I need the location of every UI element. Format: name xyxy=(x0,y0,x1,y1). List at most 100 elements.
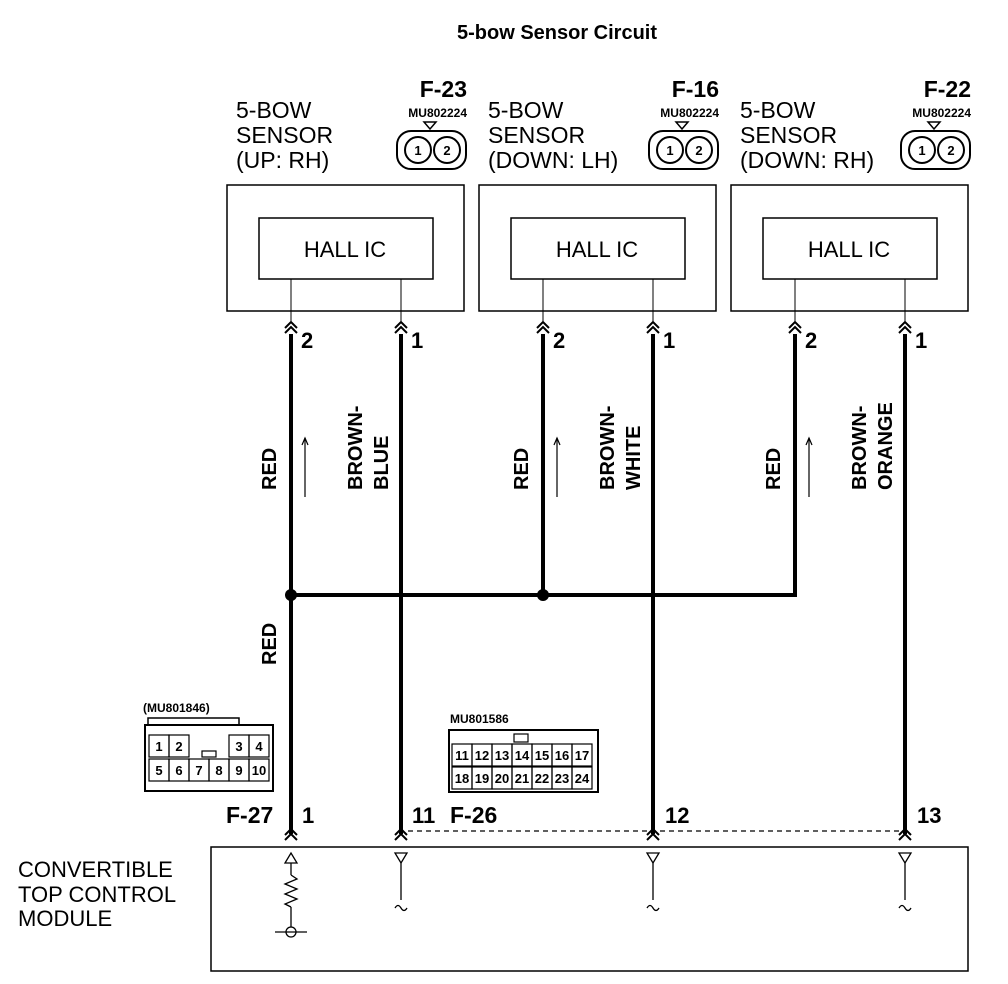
module-name-line3: MODULE xyxy=(18,906,112,931)
cavity-number: 8 xyxy=(215,763,222,778)
sensor-housing xyxy=(478,184,717,312)
splice-point xyxy=(285,589,297,601)
sensor-name-line2: SENSOR xyxy=(740,122,837,148)
wire-label: RED xyxy=(259,448,281,490)
connector-code: F-16 xyxy=(672,76,719,102)
cavity-number: 10 xyxy=(252,763,266,778)
connector-pin-label: 1 xyxy=(918,143,925,158)
wire-label: BLUE xyxy=(371,436,393,490)
module-pin-labels: F-27 1 11 F-26 12 13 xyxy=(226,802,941,828)
hall-ic-label: HALL IC xyxy=(808,237,890,262)
connector-pin-label: 1 xyxy=(666,143,673,158)
connector-f27-face: (MU801846) 1 2 3 4 5 6 7 8 9 10 xyxy=(143,701,274,792)
connector-part-number: MU802224 xyxy=(660,106,719,120)
control-module: CONVERTIBLE TOP CONTROL MODULE xyxy=(18,846,969,972)
splice-point xyxy=(537,589,549,601)
sensor-name-line1: 5-BOW xyxy=(740,97,816,123)
cavity-number: 1 xyxy=(155,739,162,754)
up-arrow-icon xyxy=(553,436,561,497)
connector-pin-label: 2 xyxy=(695,143,702,158)
wire-label: RED xyxy=(763,448,785,490)
connector-code: F-22 xyxy=(924,76,971,102)
sensor-name-line2: SENSOR xyxy=(488,122,585,148)
module-name-line2: TOP CONTROL xyxy=(18,882,176,907)
wire-label: RED xyxy=(259,623,281,665)
cavity-number: 23 xyxy=(555,771,569,786)
sensor-down-rh: 5-BOW SENSOR (DOWN: RH) F-22 MU802224 1 … xyxy=(730,76,971,312)
pin-number: 2 xyxy=(805,328,817,353)
cavity-number: 18 xyxy=(455,771,469,786)
wire-label: ORANGE xyxy=(875,402,897,490)
sensor-name-line1: 5-BOW xyxy=(236,97,312,123)
up-arrow-icon xyxy=(805,436,813,497)
hall-ic-box xyxy=(510,217,686,280)
pin-number: 13 xyxy=(917,803,941,828)
signal-direction-arrows xyxy=(301,436,813,497)
wire-color-labels: RED BROWN- BLUE RED BROWN- WHITE RED BRO… xyxy=(259,402,897,665)
connector-face-icon: 1 2 xyxy=(396,121,467,170)
sensor-name-line3: (DOWN: RH) xyxy=(740,147,874,173)
wire-label: WHITE xyxy=(623,426,645,490)
module-housing xyxy=(210,846,969,972)
sensor-pin-numbers: 2 1 2 1 2 1 xyxy=(301,328,927,353)
cavity-number: 22 xyxy=(535,771,549,786)
cavity-number: 13 xyxy=(495,748,509,763)
up-arrow-icon xyxy=(301,436,309,497)
pullup-resistor-icon xyxy=(275,851,307,938)
sensor-name-line3: (DOWN: LH) xyxy=(488,147,618,173)
connector-pin-label: 2 xyxy=(947,143,954,158)
connector-part-number: MU802224 xyxy=(408,106,467,120)
cavity-number: 12 xyxy=(475,748,489,763)
connector-part-number: MU801586 xyxy=(450,712,509,726)
harness-wires xyxy=(289,334,907,834)
wire-label: RED xyxy=(511,448,533,490)
hall-ic-leads xyxy=(290,279,906,321)
sensor-housing xyxy=(226,184,465,312)
cavity-number: 14 xyxy=(515,748,530,763)
pin-number: 1 xyxy=(302,803,314,828)
wire-label: BROWN- xyxy=(597,406,619,490)
cavity-number: 20 xyxy=(495,771,509,786)
module-name-line1: CONVERTIBLE xyxy=(18,857,173,882)
sensor-name-line1: 5-BOW xyxy=(488,97,564,123)
hall-ic-box xyxy=(762,217,938,280)
pin-number: 2 xyxy=(553,328,565,353)
connector-pin-label: 1 xyxy=(414,143,421,158)
cavity-number: 4 xyxy=(255,739,263,754)
cavity-number: 24 xyxy=(575,771,590,786)
wire-red-branch-rh xyxy=(543,334,797,597)
hall-ic-label: HALL IC xyxy=(556,237,638,262)
wire-label: BROWN- xyxy=(345,406,367,490)
connector-part-number: MU802224 xyxy=(912,106,971,120)
cavity-number: 21 xyxy=(515,771,529,786)
pin-number: 12 xyxy=(665,803,689,828)
sensor-name-line3: (UP: RH) xyxy=(236,147,329,173)
connector-part-number: (MU801846) xyxy=(143,701,210,715)
cavity-number: 9 xyxy=(235,763,242,778)
pin-number: 2 xyxy=(301,328,313,353)
cavity-number: 15 xyxy=(535,748,549,763)
connector-pin-label: 2 xyxy=(443,143,450,158)
input-terminal-icons xyxy=(393,852,913,912)
cavity-number: 3 xyxy=(235,739,242,754)
cavity-number: 19 xyxy=(475,771,489,786)
cavity-number: 17 xyxy=(575,748,589,763)
connector-face-icon: 1 2 xyxy=(648,121,719,170)
sensor-housing xyxy=(730,184,969,312)
connector-code: F-27 xyxy=(226,802,273,828)
cavity-number: 7 xyxy=(195,763,202,778)
sensor-name-line2: SENSOR xyxy=(236,122,333,148)
cavity-number: 2 xyxy=(175,739,182,754)
sensor-down-lh: 5-BOW SENSOR (DOWN: LH) F-16 MU802224 1 … xyxy=(478,76,719,312)
connector-face-icon: 1 2 xyxy=(900,121,971,170)
pin-number: 11 xyxy=(412,803,435,828)
pin-number: 1 xyxy=(663,328,675,353)
sensor-up-rh: 5-BOW SENSOR (UP: RH) F-23 MU802224 1 2 … xyxy=(226,76,467,312)
connector-code: F-23 xyxy=(420,76,467,102)
cavity-number: 11 xyxy=(455,748,469,763)
connector-f26-face: MU801586 11 12 13 14 15 16 17 xyxy=(448,712,599,793)
wire-label: BROWN- xyxy=(849,406,871,490)
cavity-number: 6 xyxy=(175,763,182,778)
